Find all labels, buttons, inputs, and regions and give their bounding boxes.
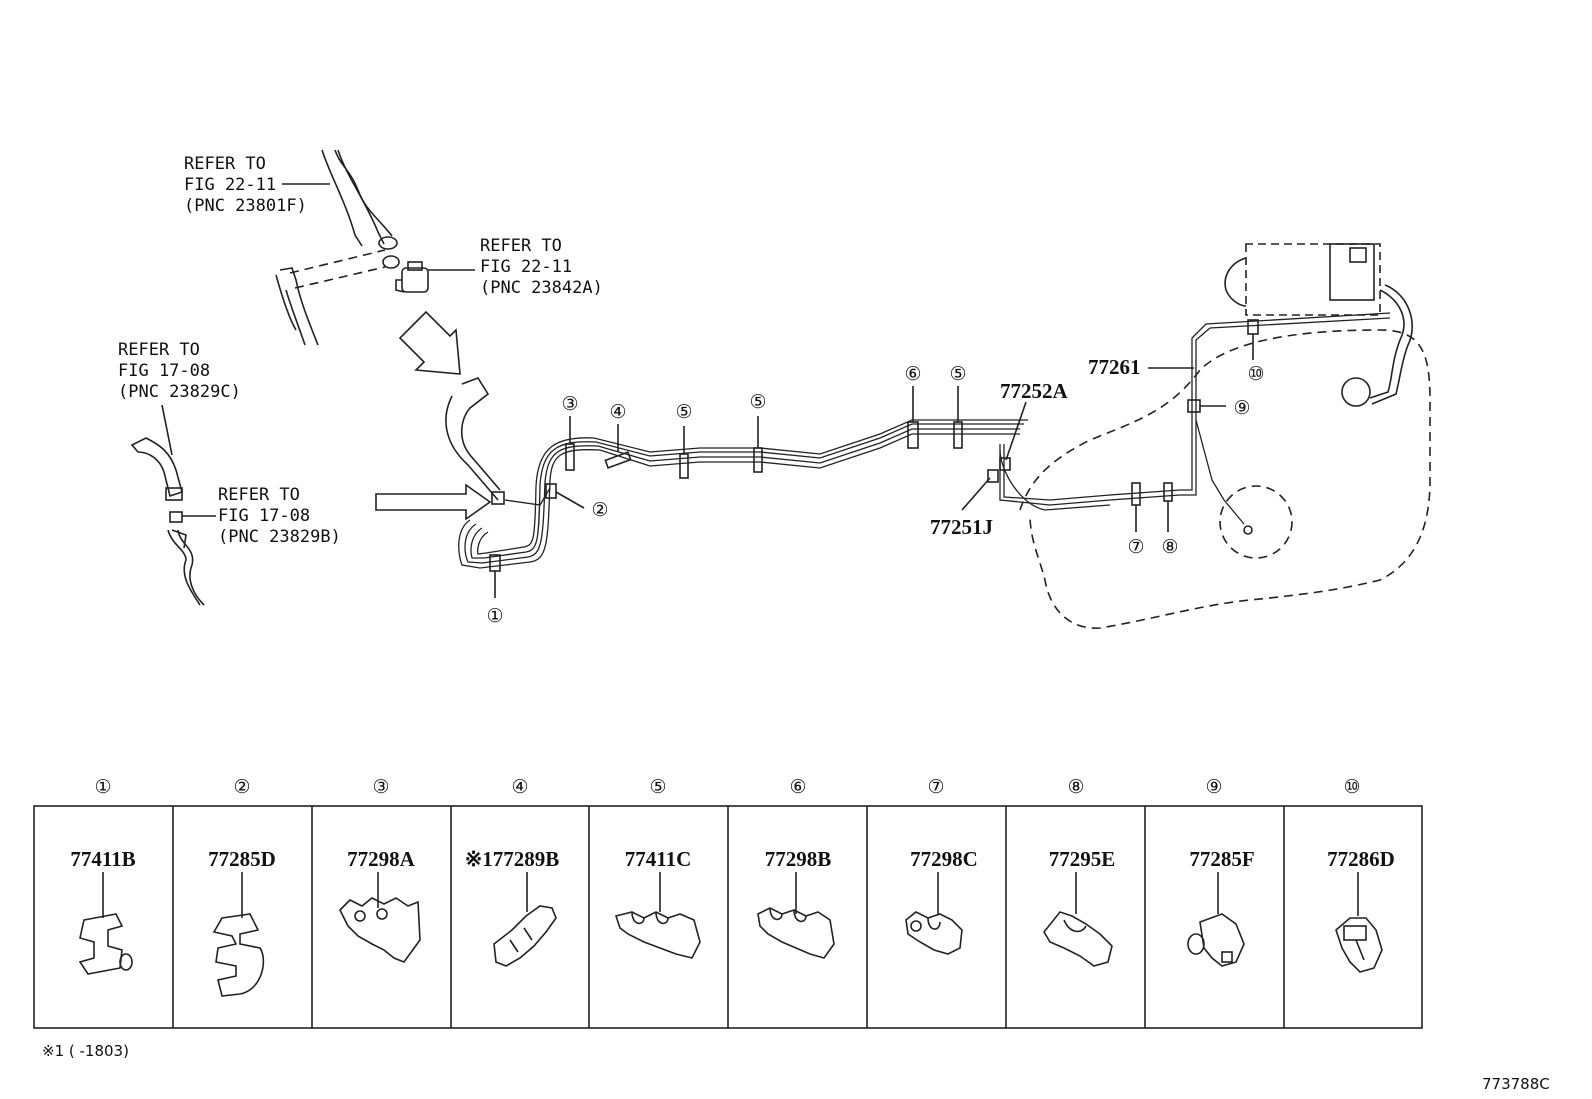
clip-icon: [905, 911, 963, 955]
clip-part-number: ※177289B: [465, 847, 560, 871]
callout-9: ⑨: [1200, 398, 1251, 419]
fuel-hose-left: [130, 437, 205, 606]
table-cell-3: ③ 77298A: [339, 777, 421, 963]
clip-part-number: 77411B: [70, 847, 135, 871]
callout-number: ④: [609, 402, 626, 423]
ref-label-23829b: REFER TO FIG 17-08 (PNC 23829B): [218, 485, 341, 547]
clip-number: ③: [372, 777, 389, 798]
charcoal-canister: [1224, 243, 1413, 407]
clip-number: ⑥: [789, 777, 806, 798]
callout-5c: ⑤: [949, 364, 967, 422]
clip-number: ⑦: [927, 777, 944, 798]
table-cell-1: ① 77411B: [70, 777, 136, 975]
clip-number: ⑨: [1205, 777, 1222, 798]
direction-arrow-horizontal: [375, 483, 492, 521]
clip-icon: [1043, 911, 1113, 967]
figure-id: 773788C: [1482, 1075, 1550, 1093]
table-cell-10: ⑩ 77286D: [1327, 777, 1395, 973]
clip-part-number: 77285D: [208, 847, 276, 871]
ref-line1: REFER TO: [184, 154, 266, 174]
clip-icon: [757, 907, 835, 959]
clip-number: ④: [511, 777, 528, 798]
ref-label-23842a: REFER TO FIG 22-11 (PNC 23842A): [480, 236, 603, 298]
clip-parts-table: [33, 805, 1423, 1029]
clip-part-number: 77285F: [1189, 847, 1254, 871]
callout-2: ②: [555, 491, 609, 521]
callout-number: ⑨: [1233, 398, 1250, 419]
callout-number: ⑧: [1161, 537, 1178, 558]
table-cell-8: ⑧ 77295E: [1043, 777, 1116, 967]
callout-number: ⑤: [749, 392, 766, 413]
part-number: 77252A: [1000, 379, 1069, 403]
clip-number: ②: [233, 777, 250, 798]
table-cell-4: ④ ※177289B: [465, 777, 560, 967]
ref-line1: REFER TO: [480, 236, 562, 256]
clip-part-number: 77298C: [910, 847, 978, 871]
ref-line1: REFER TO: [218, 485, 300, 505]
callout-4: ④: [609, 402, 627, 452]
callout-5b: ⑤: [749, 392, 767, 448]
clip-part-number: 77411C: [625, 847, 692, 871]
fuel-pipe-bundle: [445, 312, 1391, 569]
ref-line3: (PNC 23842A): [480, 278, 603, 298]
clip-number: ①: [94, 777, 111, 798]
clip-number: ⑧: [1067, 777, 1084, 798]
ref-line2: FIG 17-08: [218, 506, 310, 526]
clip-part-number: 77298A: [347, 847, 416, 871]
ref-line2: FIG 17-08: [118, 361, 210, 381]
part-number: 77251J: [930, 515, 993, 539]
callout-10: ⑩: [1247, 334, 1265, 385]
ref-line3: (PNC 23801F): [184, 196, 307, 216]
clip-part-number: 77295E: [1049, 847, 1116, 871]
ref-line2: FIG 22-11: [480, 257, 572, 277]
clip-number: ⑩: [1343, 777, 1360, 798]
clip-icon: [493, 905, 557, 967]
ref-line3: (PNC 23829C): [118, 382, 241, 402]
clip-part-number: 77286D: [1327, 847, 1395, 871]
leader-line: [161, 404, 173, 456]
table-cell-7: ⑦ 77298C: [905, 777, 978, 955]
callout-number: ⑦: [1127, 537, 1144, 558]
clip-icon: [614, 911, 701, 959]
ref-line1: REFER TO: [118, 340, 200, 360]
fuel-tank-outline: [1019, 329, 1431, 629]
part-label-77261: 77261: [1088, 355, 1194, 379]
callout-7: ⑦: [1127, 505, 1145, 558]
clip-icon: [212, 913, 265, 997]
callout-number: ⑤: [949, 364, 966, 385]
ref-label-23801f: REFER TO FIG 22-11 (PNC 23801F): [184, 154, 307, 216]
connector-23842a: [395, 261, 475, 293]
clip-icon: [339, 897, 421, 963]
callout-number: ②: [591, 500, 608, 521]
callout-number: ①: [486, 606, 503, 627]
part-label-77252a: 77252A: [1000, 379, 1069, 461]
callout-8: ⑧: [1161, 501, 1179, 558]
clip-part-number: 77298B: [765, 847, 832, 871]
ref-label-23829c: REFER TO FIG 17-08 (PNC 23829C): [118, 340, 241, 402]
table-cell-6: ⑥ 77298B: [757, 777, 835, 959]
direction-arrow-diagonal: [398, 310, 461, 375]
table-cell-5: ⑤ 77411C: [614, 777, 701, 959]
part-number: 77261: [1088, 355, 1141, 379]
clip-icon: [1335, 917, 1383, 973]
part-label-77251j: 77251J: [930, 477, 993, 539]
ref-line3: (PNC 23829B): [218, 527, 341, 547]
footnote: ※1 ( -1803): [42, 1042, 129, 1060]
fuel-hose-upper: [275, 149, 400, 346]
callout-6: ⑥: [904, 364, 922, 422]
clip-icon: [1187, 913, 1245, 967]
clip-icon: [78, 913, 133, 975]
callout-number: ⑥: [904, 364, 921, 385]
callout-1: ①: [486, 571, 504, 627]
clip-number: ⑤: [649, 777, 666, 798]
callout-5a: ⑤: [675, 402, 693, 454]
table-cell-2: ② 77285D: [208, 777, 276, 997]
callout-number: ③: [561, 394, 578, 415]
callout-3: ③: [561, 394, 579, 444]
table-cell-9: ⑨ 77285F: [1187, 777, 1255, 967]
callout-number: ⑤: [675, 402, 692, 423]
callout-number: ⑩: [1247, 364, 1264, 385]
ref-line2: FIG 22-11: [184, 175, 276, 195]
